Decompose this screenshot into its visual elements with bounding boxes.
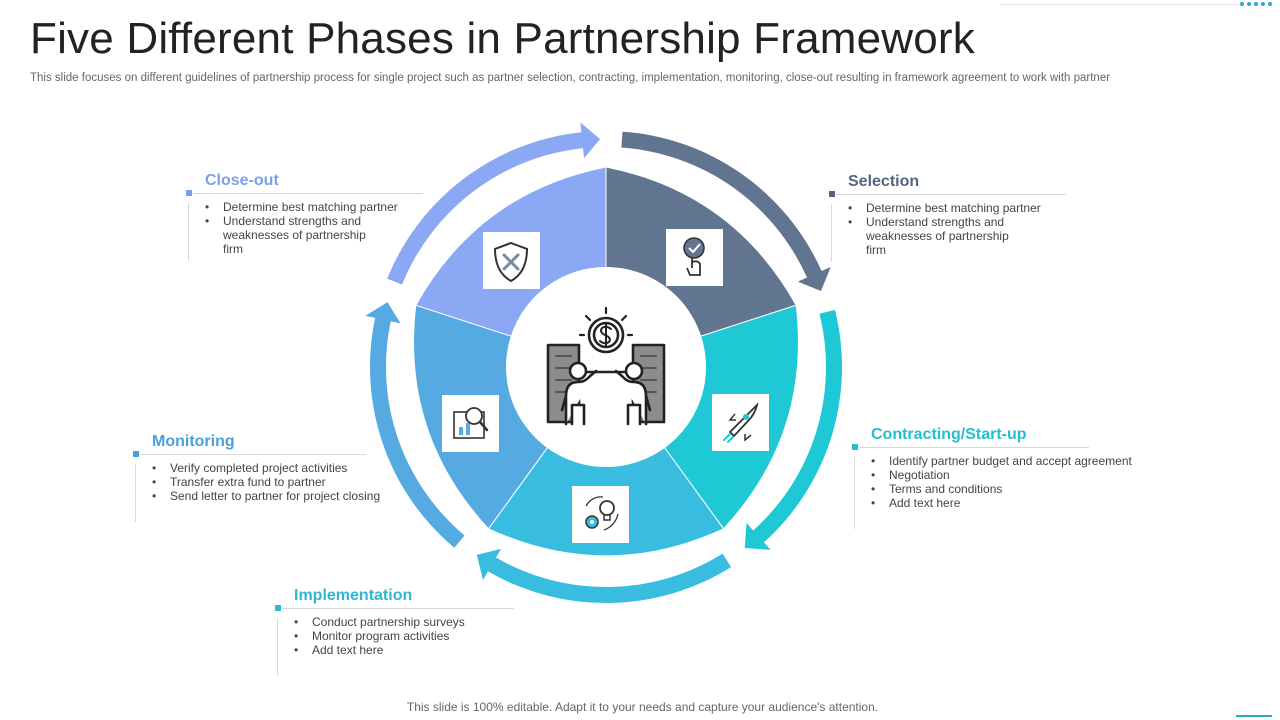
phase-closeout-bullets: Determine best matching partner Understa… bbox=[193, 200, 423, 256]
bullet-item: Understand strengths and weaknesses of p… bbox=[205, 214, 383, 256]
arrow-monitoring bbox=[365, 302, 465, 548]
phase-monitoring-vline bbox=[135, 464, 136, 522]
phase-monitoring-rule bbox=[133, 451, 366, 522]
bullet-item: Determine best matching partner bbox=[848, 201, 1066, 215]
center-circle bbox=[506, 267, 706, 467]
footer-note: This slide is 100% editable. Adapt it to… bbox=[406, 700, 879, 714]
phase-closeout-vline bbox=[188, 203, 189, 261]
shield-x-icon bbox=[483, 232, 540, 289]
bullet-item: Add text here bbox=[871, 496, 1159, 510]
phase-contracting-bullets: Identify partner budget and accept agree… bbox=[859, 454, 1132, 510]
phase-contracting-title: Contracting/Start-up bbox=[871, 426, 1027, 443]
phase-contracting-marker bbox=[852, 444, 858, 450]
phase-monitoring-bullets: Verify completed project activities Tran… bbox=[140, 461, 380, 503]
bullet-item: Conduct partnership surveys bbox=[294, 615, 512, 629]
phase-selection-title: Selection bbox=[848, 173, 920, 190]
phase-closeout-marker bbox=[186, 190, 192, 196]
bullet-item: Add text here bbox=[294, 643, 512, 657]
phase-implementation-vline bbox=[277, 618, 278, 676]
phase-implementation: Implementation Conduct partnership surve… bbox=[275, 587, 514, 676]
phase-monitoring-title: Monitoring bbox=[152, 433, 235, 450]
rocket-icon bbox=[712, 394, 769, 451]
page-subtitle: This slide focuses on different guidelin… bbox=[30, 72, 1111, 84]
arrow-closeout bbox=[387, 122, 601, 285]
bullet-item: Negotiation bbox=[871, 468, 1159, 482]
phase-implementation-title: Implementation bbox=[294, 587, 413, 604]
phase-closeout-rule bbox=[186, 190, 423, 261]
bullet-item: Identify partner budget and accept agree… bbox=[871, 454, 1159, 468]
bullet-item: Send letter to partner for project closi… bbox=[152, 489, 410, 503]
bullet-item: Understand strengths and weaknesses of p… bbox=[848, 215, 1026, 257]
phase-closeout-title: Close-out bbox=[205, 172, 279, 189]
phase-contracting: Contracting/Start-up Identify partner bu… bbox=[852, 426, 1132, 529]
phase-implementation-rule bbox=[275, 605, 514, 676]
phase-implementation-marker bbox=[275, 605, 281, 611]
phase-selection-marker bbox=[829, 191, 835, 197]
phase-closeout: Close-out Determine best matching partne… bbox=[186, 172, 423, 261]
phase-contracting-rule bbox=[852, 444, 1089, 529]
bottom-rule bbox=[1236, 715, 1272, 717]
arrow-selection bbox=[621, 131, 831, 291]
chart-magnifier-icon bbox=[442, 395, 499, 452]
bullet-item: Determine best matching partner bbox=[205, 200, 433, 214]
top-dots-decoration bbox=[1240, 2, 1272, 6]
bullet-item: Verify completed project activities bbox=[152, 461, 410, 475]
top-rule bbox=[1000, 4, 1240, 5]
phase-monitoring-marker bbox=[133, 451, 139, 457]
phase-selection-vline bbox=[831, 204, 832, 262]
bullet-item: Transfer extra fund to partner bbox=[152, 475, 410, 489]
cycle-arrows bbox=[365, 122, 842, 604]
hand-check-icon bbox=[666, 229, 723, 286]
bullet-item: Terms and conditions bbox=[871, 482, 1159, 496]
partnership-money-icon bbox=[546, 306, 666, 426]
phase-contracting-vline bbox=[854, 457, 855, 529]
phase-monitoring: Monitoring Verify completed project acti… bbox=[133, 433, 380, 522]
phase-selection-bullets: Determine best matching partner Understa… bbox=[836, 201, 1066, 257]
phase-implementation-bullets: Conduct partnership surveys Monitor prog… bbox=[282, 615, 514, 657]
gear-lightbulb-icon bbox=[572, 486, 629, 543]
phase-selection-rule bbox=[829, 191, 1066, 262]
page-title: Five Different Phases in Partnership Fra… bbox=[30, 14, 975, 63]
arrow-contracting bbox=[744, 309, 842, 550]
arrow-implementation bbox=[476, 548, 732, 604]
bullet-item: Monitor program activities bbox=[294, 629, 512, 643]
phase-selection: Selection Determine best matching partne… bbox=[829, 173, 1066, 262]
